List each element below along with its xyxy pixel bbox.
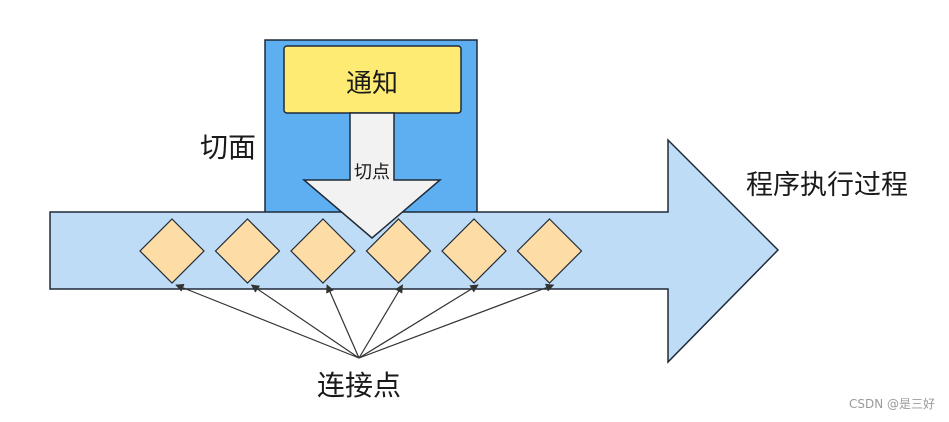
- joinpoints-label: 连接点: [317, 369, 401, 402]
- joinpoint-pointer-line: [358, 283, 555, 359]
- joinpoint-pointer-line: [175, 283, 360, 359]
- joinpoint-pointer-line: [250, 284, 360, 359]
- pointcut-label: 切点: [354, 162, 390, 183]
- joinpoint-diamond: [214, 218, 281, 284]
- watermark: CSDN @是三好: [848, 397, 935, 411]
- joinpoint-pointers: [175, 283, 555, 359]
- joinpoint-diamond: [441, 218, 507, 284]
- joinpoint-diamond: [516, 218, 583, 284]
- advice-label: 通知: [346, 69, 398, 99]
- pointcut-arrow: [301, 112, 443, 239]
- joinpoint-pointer-line: [358, 284, 404, 359]
- execution-label: 程序执行过程: [746, 170, 908, 201]
- joinpoint-pointer-line: [326, 284, 360, 359]
- joinpoint-diamond: [365, 218, 432, 284]
- aspect-label: 切面: [200, 131, 256, 164]
- joinpoints-group: [139, 218, 583, 284]
- joinpoint-diamond: [290, 218, 356, 284]
- joinpoint-pointer-line: [358, 284, 479, 359]
- joinpoint-diamond: [139, 218, 205, 284]
